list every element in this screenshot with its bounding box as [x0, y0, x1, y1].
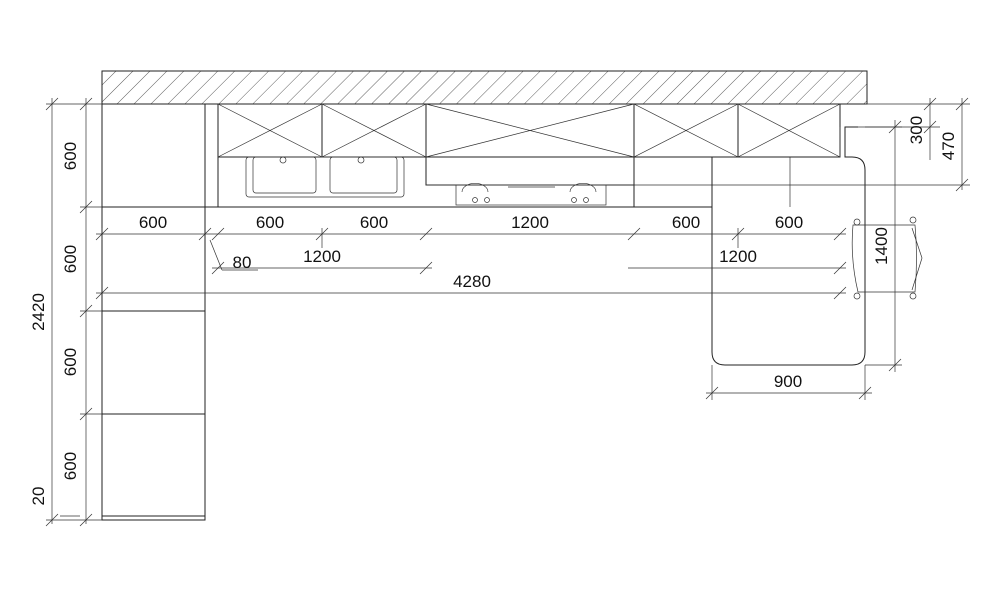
dim-col-600-c: 600: [360, 213, 388, 232]
dim-overall-height: 2420: [29, 293, 48, 331]
right-dimension-chain: [790, 97, 970, 372]
dim-wall-h4: 600: [61, 452, 80, 480]
base-cabinet-run: [102, 104, 791, 208]
upper-cabinets: [217, 103, 841, 158]
dim-col-600-d: 600: [672, 213, 700, 232]
dim-island-width: 900: [774, 372, 802, 391]
dim-gap-80: 80: [233, 253, 252, 272]
dim-sub-1200-right: 1200: [719, 247, 757, 266]
cooktop: [425, 156, 635, 206]
dim-col-600-b: 600: [256, 213, 284, 232]
left-dimension-chain: [45, 97, 102, 527]
dimension-row-3: [95, 286, 847, 300]
dim-col-600-a: 600: [139, 213, 167, 232]
dim-island-length: 1400: [872, 227, 891, 265]
dim-overall-width: 4280: [453, 272, 491, 291]
dim-col-600-e: 600: [775, 213, 803, 232]
wall-hatched: [101, 70, 868, 105]
left-tall-cabinet: [101, 103, 206, 521]
dim-wall-h3: 600: [61, 348, 80, 376]
dim-wall-h2: 600: [61, 245, 80, 273]
dim-right-470: 470: [939, 132, 958, 160]
double-sink: [245, 156, 405, 198]
dim-gap-bottom: 20: [29, 487, 48, 506]
dim-right-300: 300: [907, 116, 926, 144]
dim-wall-h1: 600: [61, 142, 80, 170]
dim-sub-1200-left: 1200: [303, 247, 341, 266]
bar-stool: [851, 216, 923, 300]
island-counter: [711, 126, 866, 366]
dimension-row-1: [95, 227, 847, 248]
dim-col-1200: 1200: [511, 213, 549, 232]
dimension-row-2: [209, 239, 847, 275]
island-width-dimension: [705, 365, 872, 400]
